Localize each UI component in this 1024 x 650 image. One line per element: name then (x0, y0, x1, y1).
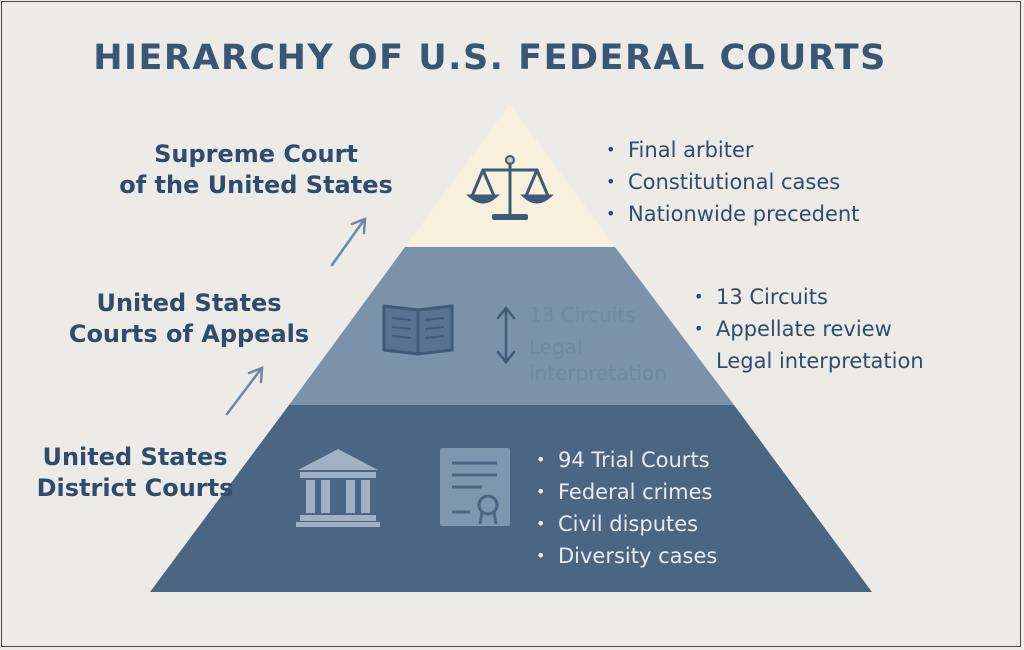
diagram-title: HIERARCHY OF U.S. FEDERAL COURTS (93, 38, 887, 78)
tier-courts-of-appeals (289, 247, 734, 405)
ascending-arrow-lower (225, 366, 264, 416)
inner-text-line: Legal (529, 335, 583, 359)
inner-text-line: interpretation (529, 361, 667, 385)
bullet-item: Diversity cases (536, 540, 717, 572)
open-book-icon (382, 304, 454, 356)
ascending-arrow-upper (330, 217, 367, 267)
bullet-item: Nationwide precedent (606, 198, 859, 230)
bullet-item: Federal crimes (536, 476, 717, 508)
label-line: Supreme Court (154, 140, 358, 168)
vertical-double-arrow-icon (496, 305, 516, 365)
bullet-item: Legal interpretation (716, 349, 924, 373)
bullet-item: 94 Trial Courts (536, 444, 717, 476)
inner-text-line: 13 Circuits (529, 303, 636, 327)
supreme-court-bullets: Final arbiter Constitutional cases Natio… (606, 134, 859, 230)
district-courts-bullets: 94 Trial Courts Federal crimes Civil dis… (536, 444, 717, 572)
label-supreme-court: Supreme Court of the United States (112, 139, 400, 201)
scales-of-justice-icon (466, 155, 554, 220)
appeals-bullets: 13 Circuits Appellate review Legal inter… (694, 281, 924, 377)
tier-district-courts (150, 405, 872, 592)
bullet-item: 13 Circuits (694, 281, 924, 313)
bullet-item: Appellate review (694, 313, 924, 345)
label-district-courts: United States District Courts (24, 442, 246, 504)
label-line: United States (96, 289, 282, 317)
courthouse-icon (296, 449, 380, 527)
label-line: of the United States (119, 171, 393, 199)
appeals-inner-text: 13 Circuits Legal interpretation (529, 302, 667, 386)
label-courts-of-appeals: United States Courts of Appeals (58, 288, 320, 350)
bullet-item: Constitutional cases (606, 166, 859, 198)
bullet-item: Final arbiter (606, 134, 859, 166)
label-line: District Courts (36, 474, 234, 502)
bullet-item: Civil disputes (536, 508, 717, 540)
certificate-document-icon (440, 448, 510, 526)
label-line: Courts of Appeals (68, 320, 310, 348)
label-line: United States (42, 443, 228, 471)
